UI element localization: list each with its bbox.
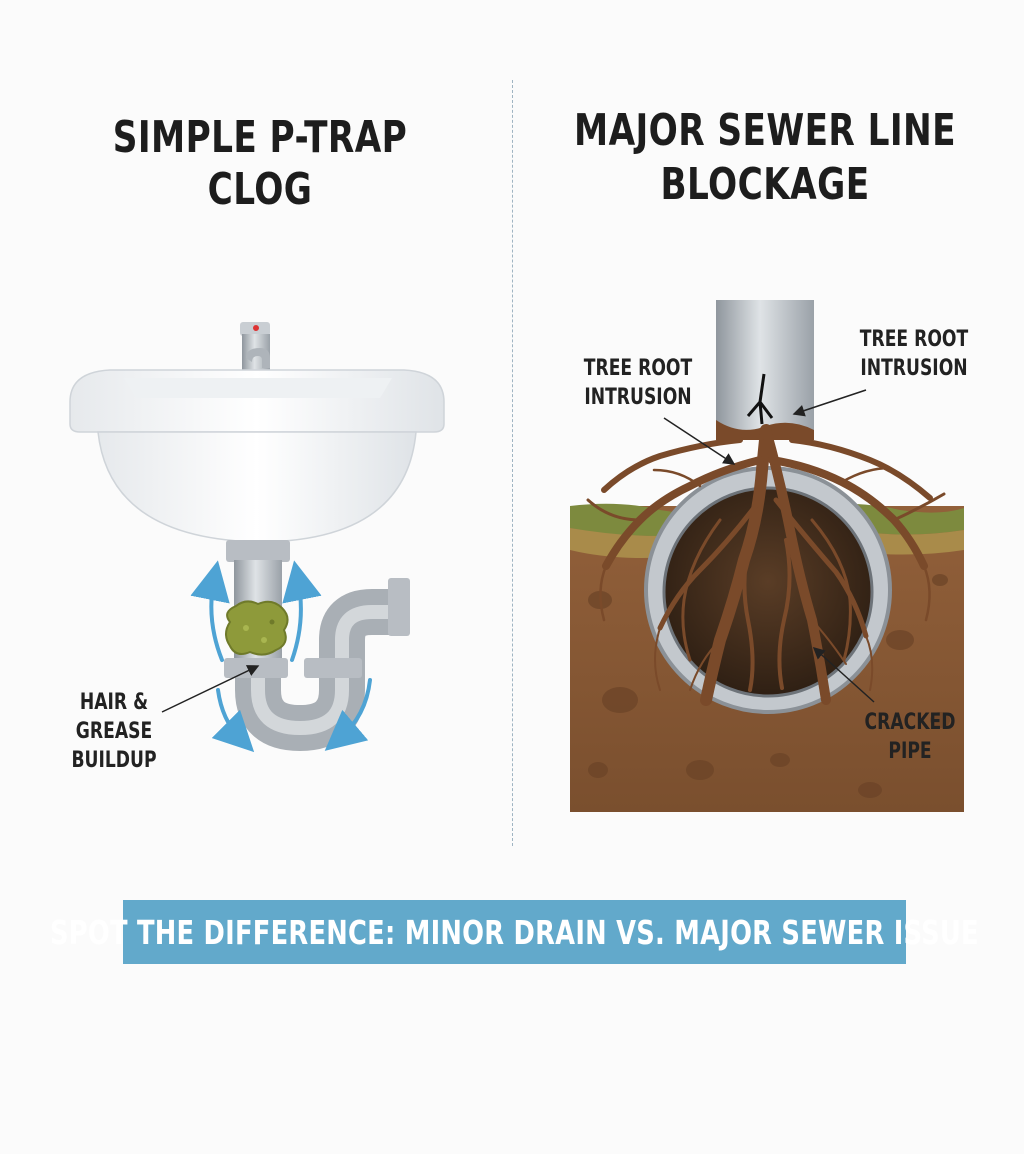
hair-callout-line-2: GREASE [75, 719, 153, 744]
sink-bowl-opening [124, 378, 392, 398]
cracked-line-1: CRACKED [864, 710, 956, 735]
banner-text: SPOT THE DIFFERENCE: MINOR DRAIN VS. MAJ… [50, 912, 979, 952]
sewer-pipe-illustration [570, 300, 964, 812]
crack-mark [746, 373, 774, 425]
flow-arrow-icon [190, 560, 230, 662]
right-title-line-2: BLOCKAGE [660, 159, 870, 210]
cracked-pipe-callout: CRACKED PIPE [855, 708, 964, 766]
p-trap-pipe [224, 540, 410, 752]
flow-arrow-icon [211, 688, 255, 753]
sink-basin [97, 431, 417, 543]
root-left-line-2: INTRUSION [584, 385, 692, 410]
root-right-leader [792, 389, 867, 417]
slip-nut-right [304, 658, 362, 678]
panel-divider [512, 80, 513, 846]
flow-arrow-icon [282, 560, 322, 662]
right-panel-title: MAJOR SEWER LINE BLOCKAGE [574, 104, 956, 212]
tree-roots [586, 424, 946, 706]
cracked-pipe-leader [812, 646, 875, 703]
tree-root-callout-right: TREE ROOT INTRUSION [859, 325, 968, 383]
flow-arrow-icon [324, 678, 372, 751]
vertical-sewer-pipe [716, 300, 814, 440]
pipe-interior [662, 486, 874, 698]
root-right-line-2: INTRUSION [860, 356, 968, 381]
root-right-line-1: TREE ROOT [859, 327, 969, 352]
sink-illustration [69, 322, 445, 543]
left-panel-title: SIMPLE P-TRAP CLOG [112, 112, 408, 215]
hair-callout-line-1: HAIR & [79, 690, 149, 715]
tailpiece-nut [226, 540, 290, 562]
faucet-indicator [253, 325, 259, 331]
bottom-banner: SPOT THE DIFFERENCE: MINOR DRAIN VS. MAJ… [50, 900, 979, 964]
hair-callout-line-3: BUILDUP [71, 748, 157, 773]
wall-flange [388, 578, 410, 636]
slip-nut-left [224, 658, 288, 678]
hair-grease-callout: HAIR & GREASE BUILDUP [59, 688, 168, 775]
flow-arrows [190, 560, 372, 753]
faucet-spout [246, 348, 270, 368]
hair-callout-leader [161, 665, 260, 713]
clog-buildup [225, 600, 289, 656]
right-title-line-1: MAJOR SEWER LINE [574, 105, 956, 156]
cracked-line-2: PIPE [888, 739, 932, 764]
root-left-leader [663, 417, 736, 465]
tree-root-callout-left: TREE ROOT INTRUSION [583, 354, 692, 412]
root-left-line-1: TREE ROOT [583, 356, 693, 381]
